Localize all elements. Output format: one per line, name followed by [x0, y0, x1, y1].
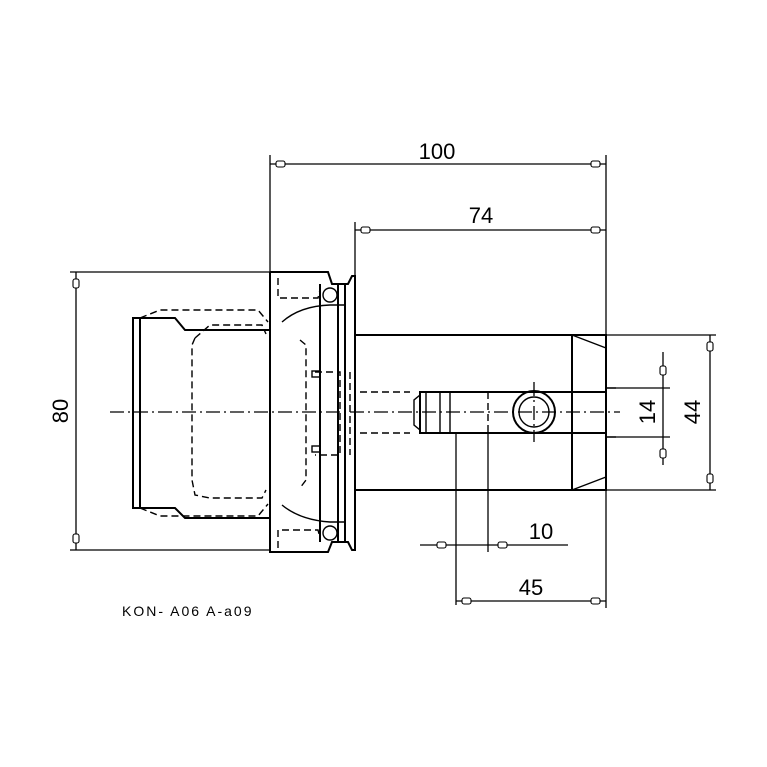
dimension-14 — [606, 352, 670, 465]
flange-outline — [269, 271, 356, 553]
dimension-74 — [354, 222, 606, 276]
dimension-label-45: 45 — [519, 575, 543, 600]
shank-outline — [132, 309, 307, 519]
part-number-note: KON- A06 A-a09 — [122, 603, 254, 619]
center-lines — [110, 382, 620, 442]
dimension-45 — [456, 490, 607, 608]
dimension-100 — [269, 155, 607, 335]
dimension-label-100: 100 — [419, 139, 456, 164]
dimension-label-14: 14 — [635, 400, 660, 424]
dimension-10 — [420, 433, 568, 605]
dimension-label-74: 74 — [469, 203, 493, 228]
dimension-label-80: 80 — [48, 399, 73, 423]
dimension-label-44: 44 — [680, 400, 705, 424]
dimension-80 — [70, 271, 270, 551]
dimension-44 — [606, 334, 716, 491]
dimension-label-10: 10 — [529, 519, 553, 544]
